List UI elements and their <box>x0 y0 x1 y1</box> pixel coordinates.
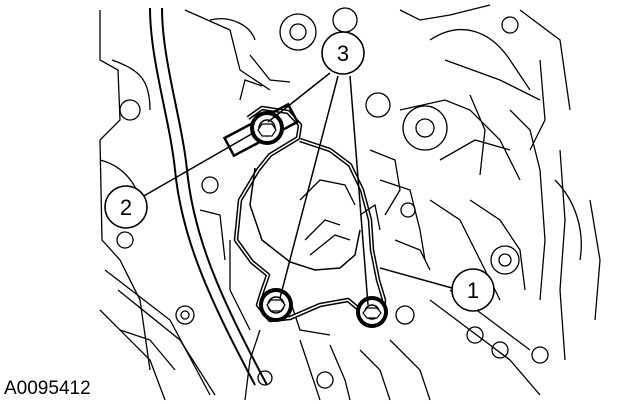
callout-1: 1 <box>451 268 495 312</box>
callout-3: 3 <box>321 31 365 75</box>
figure-id: A0095412 <box>4 378 91 399</box>
bolt-lower-right <box>356 296 388 328</box>
bolt-lower-left <box>259 288 293 322</box>
bolt-top <box>250 111 284 145</box>
callout-1-label: 1 <box>467 278 479 303</box>
leader-lines <box>141 72 453 306</box>
callout-3-label: 3 <box>337 41 349 66</box>
callout-2-label: 2 <box>120 195 132 220</box>
callout-2: 2 <box>104 185 148 229</box>
bracket-component <box>222 102 387 328</box>
engine-background-linework <box>99 4 601 401</box>
